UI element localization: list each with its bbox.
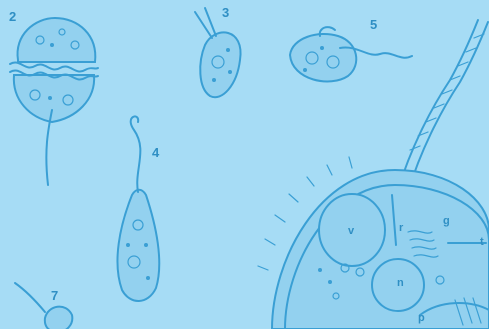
label-part-r: r	[399, 223, 403, 234]
organism-2-dinoflagellate	[10, 18, 98, 185]
label-organism-3: 3	[222, 6, 229, 19]
label-part-p: p	[418, 313, 425, 324]
label-part-v: v	[348, 226, 354, 237]
label-part-g: g	[443, 216, 450, 227]
label-organism-2: 2	[9, 10, 16, 23]
label-organism-7: 7	[51, 289, 58, 302]
organism-5-flagellate	[290, 27, 412, 81]
organism-7-partial	[15, 283, 72, 329]
label-organism-4: 4	[152, 146, 159, 159]
label-organism-5: 5	[370, 18, 377, 31]
label-part-t: t	[480, 237, 484, 248]
organism-3-flagellate	[195, 8, 241, 97]
large-cell-cutaway	[258, 20, 489, 329]
label-part-n: n	[397, 278, 404, 289]
